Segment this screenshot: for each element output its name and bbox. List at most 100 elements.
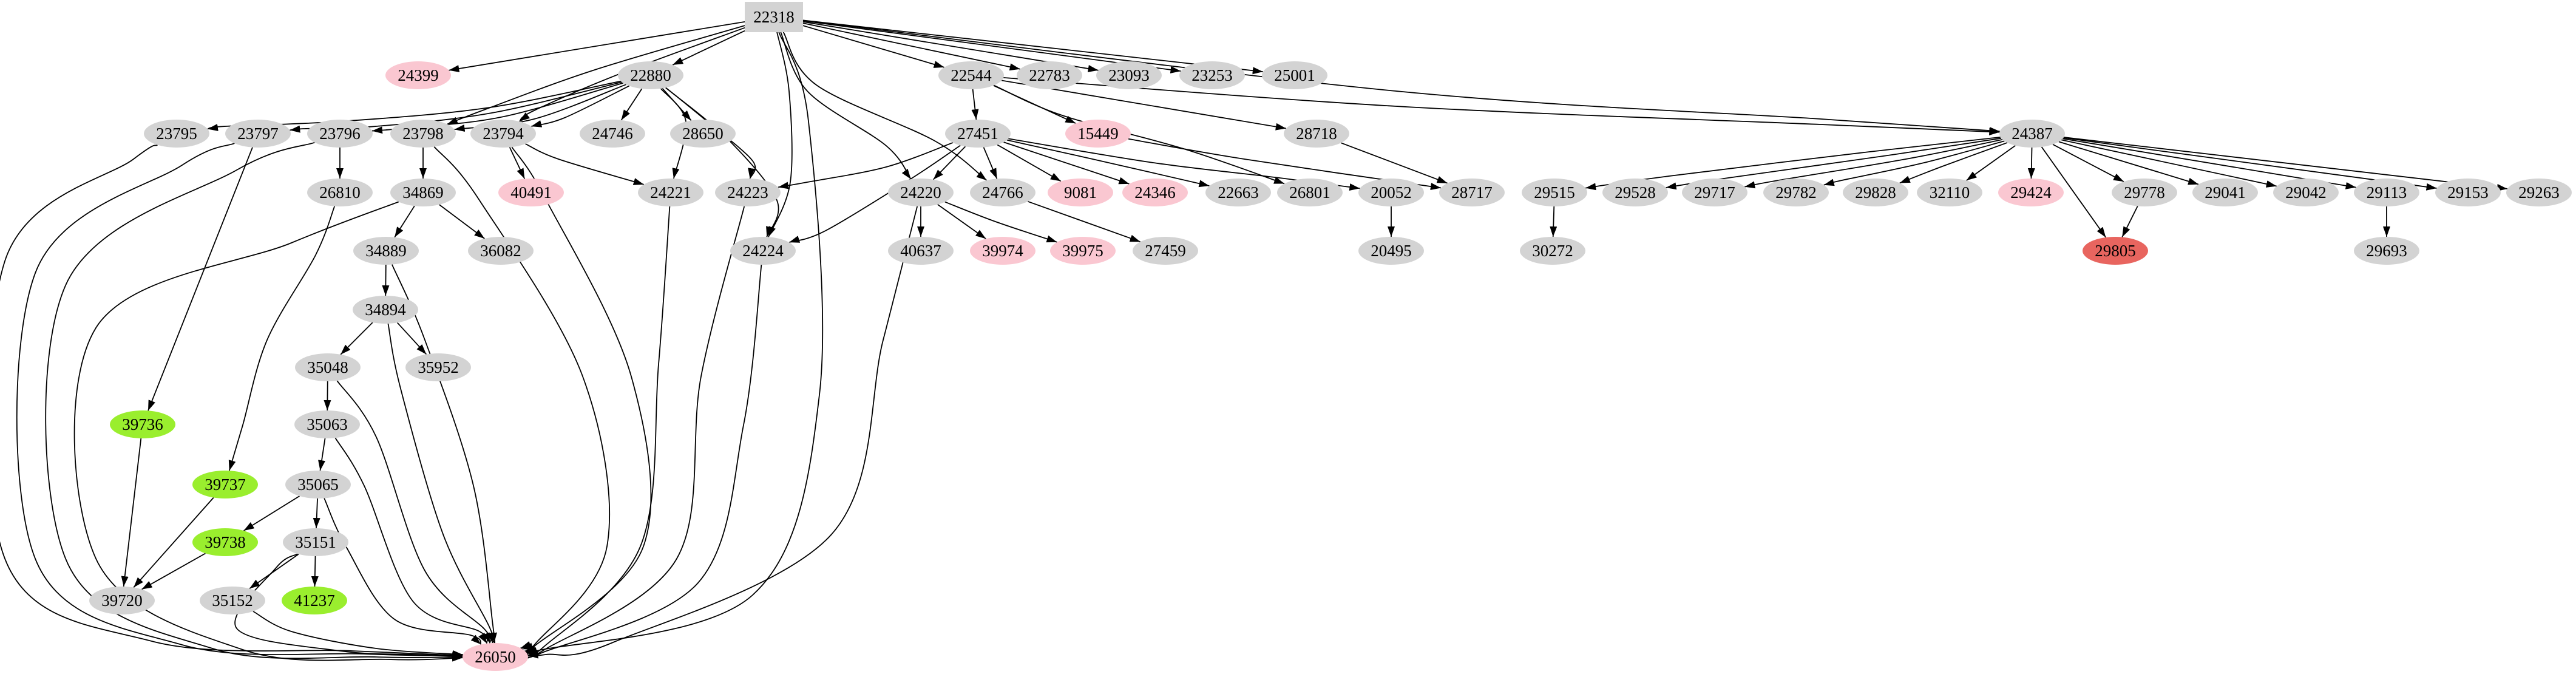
graph-node-26801: 26801 <box>1277 179 1343 206</box>
node-label-34889: 34889 <box>365 242 407 260</box>
graph-node-28718: 28718 <box>1284 120 1349 148</box>
node-shape-28717 <box>1439 179 1505 206</box>
graph-node-29042: 29042 <box>2273 179 2339 206</box>
edge-27451-24766 <box>983 147 998 179</box>
node-shape-23797 <box>225 120 291 148</box>
graph-node-22663: 22663 <box>1205 179 1271 206</box>
node-shape-36082 <box>468 237 534 265</box>
node-label-29515: 29515 <box>1534 183 1575 202</box>
node-label-29778: 29778 <box>2124 183 2165 202</box>
graph-node-35065: 35065 <box>285 471 351 498</box>
node-shape-40637 <box>888 237 954 265</box>
node-label-41237: 41237 <box>294 591 335 610</box>
edge-24387-29042 <box>2061 139 2277 188</box>
node-shape-24221 <box>638 179 703 206</box>
node-label-29782: 29782 <box>1775 183 1817 202</box>
edge-34869-36082 <box>439 204 485 239</box>
node-label-23797: 23797 <box>237 124 279 143</box>
node-shape-20495 <box>1358 237 1424 265</box>
graph-node-29828: 29828 <box>1843 179 1908 206</box>
edge-34889-26050 <box>391 264 497 644</box>
node-shape-27459 <box>1133 237 1198 265</box>
edge-34869-34889 <box>394 205 415 238</box>
edge-35151-26050 <box>234 553 463 659</box>
edge-28718-28717 <box>1341 142 1448 184</box>
node-shape-34894 <box>353 296 418 324</box>
node-shape-29778 <box>2112 179 2177 206</box>
node-shape-24399 <box>385 61 451 89</box>
edge-27451-24224 <box>788 145 961 243</box>
node-label-29041: 29041 <box>2205 183 2246 202</box>
edge-24387-29828 <box>1899 142 2008 184</box>
edge-35151-41237 <box>311 556 319 587</box>
edge-27451-22663 <box>1006 139 1210 188</box>
node-shape-24223 <box>715 179 781 206</box>
node-shape-23253 <box>1179 61 1245 89</box>
edge-35048-35063 <box>324 381 331 411</box>
graph-node-27451: 27451 <box>945 120 1011 148</box>
edge-22318-24766 <box>782 32 988 181</box>
node-label-23796: 23796 <box>319 124 361 143</box>
graph-node-28650: 28650 <box>670 120 736 148</box>
graph-node-39737: 39737 <box>192 471 258 498</box>
graph-node-20495: 20495 <box>1358 237 1424 265</box>
node-shape-24746 <box>580 120 645 148</box>
edge-35151-35152 <box>249 553 299 590</box>
edge-39736-39720 <box>121 438 142 587</box>
graph-node-34894: 34894 <box>353 296 418 324</box>
node-label-24221: 24221 <box>650 183 691 202</box>
edge-35152-26050 <box>253 611 463 658</box>
node-shape-29717 <box>1682 179 1747 206</box>
graph-node-23794: 23794 <box>470 120 536 148</box>
node-shape-9081 <box>1048 179 1113 206</box>
edge-24387-32110 <box>1966 145 2016 181</box>
edge-34869-26050 <box>73 201 463 662</box>
edge-24387-29263 <box>2063 137 2508 191</box>
edge-34894-35952 <box>396 322 427 355</box>
graph-node-35952: 35952 <box>405 353 471 381</box>
node-shape-39738 <box>192 528 258 556</box>
node-label-24346: 24346 <box>1134 183 1176 202</box>
node-label-39974: 39974 <box>982 242 1023 260</box>
edge-22318-23794 <box>519 27 745 122</box>
node-shape-20052 <box>1358 179 1424 206</box>
edge-24766-27459 <box>1028 200 1141 243</box>
edges-layer <box>0 19 2508 662</box>
node-label-35151: 35151 <box>295 533 336 551</box>
edge-24387-29041 <box>2058 141 2199 185</box>
node-shape-29515 <box>1522 179 1587 206</box>
node-label-28650: 28650 <box>682 124 724 143</box>
graph-node-24346: 24346 <box>1122 179 1188 206</box>
node-shape-22783 <box>1017 61 1082 89</box>
node-label-23794: 23794 <box>483 124 524 143</box>
graph-node-24220: 24220 <box>888 179 954 206</box>
edge-22318-22880 <box>672 30 745 66</box>
edge-24220-39974 <box>937 203 986 240</box>
graph-node-35063: 35063 <box>294 410 360 438</box>
node-label-22544: 22544 <box>951 66 992 84</box>
edge-29515-30272 <box>1550 206 1557 237</box>
node-shape-29693 <box>2354 237 2419 265</box>
graph-node-26050: 26050 <box>463 643 528 671</box>
edge-35065-39738 <box>243 495 300 531</box>
node-shape-27451 <box>945 120 1011 148</box>
node-label-36082: 36082 <box>480 242 521 260</box>
edge-22318-23798 <box>447 25 745 125</box>
node-label-39736: 39736 <box>122 415 163 434</box>
node-shape-23795 <box>144 120 209 148</box>
graph-node-24223: 24223 <box>715 179 781 206</box>
node-shape-24766 <box>970 179 1035 206</box>
node-label-22663: 22663 <box>1218 183 1259 202</box>
edge-22318-24224 <box>768 32 793 237</box>
graph-node-35152: 35152 <box>200 587 265 614</box>
node-shape-39736 <box>110 410 175 438</box>
graph-node-22783: 22783 <box>1017 61 1082 89</box>
node-shape-29424 <box>1998 179 2064 206</box>
graph-node-39975: 39975 <box>1050 237 1116 265</box>
node-label-29805: 29805 <box>2095 242 2136 260</box>
node-label-23798: 23798 <box>402 124 444 143</box>
node-shape-35152 <box>200 587 265 614</box>
edge-22880-24221 <box>660 88 687 179</box>
